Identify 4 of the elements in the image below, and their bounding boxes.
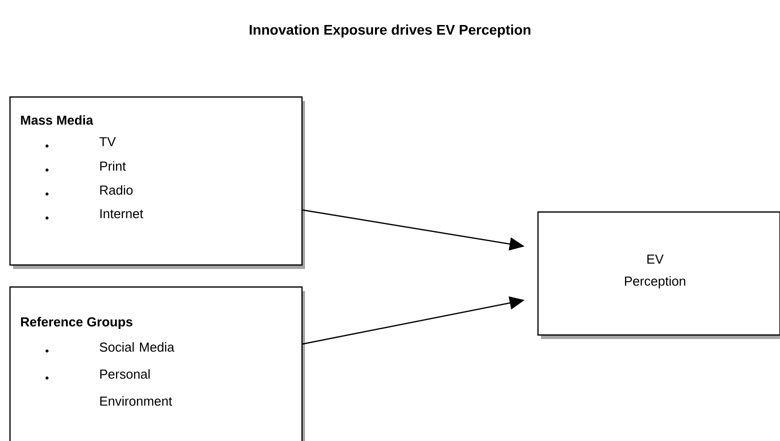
concept-box: Mass Media TV Print Radio Internet xyxy=(9,96,305,269)
concept-box: Reference Groups Social Media Personal Environment xyxy=(9,286,305,441)
concept-box: EV Perception xyxy=(537,211,780,339)
title: Innovation Exposure drives EV Perception xyxy=(250,24,530,38)
